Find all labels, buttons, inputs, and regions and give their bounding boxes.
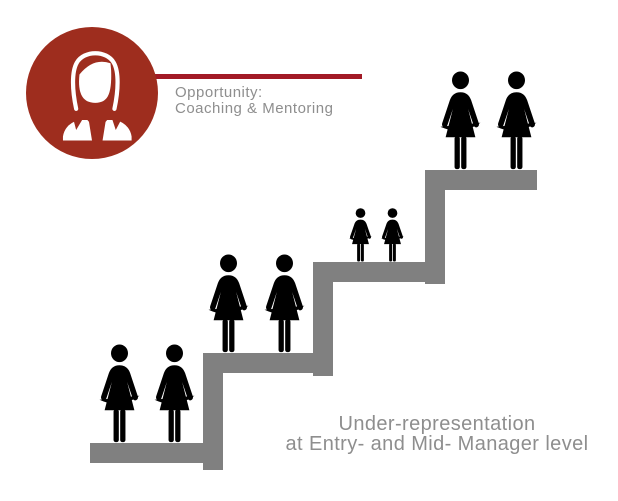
woman-figure <box>99 344 140 443</box>
woman-figure <box>264 254 305 353</box>
woman-figure <box>349 208 372 262</box>
step-3-women-pair <box>346 208 407 262</box>
stair-riser-3 <box>313 262 333 376</box>
stair-tread-4 <box>425 170 537 190</box>
woman-figure <box>208 254 249 353</box>
step-2-women-pair <box>203 254 310 353</box>
caption-line1: Under-representation <box>338 413 536 435</box>
woman-figure <box>381 208 404 262</box>
avatar-circle <box>26 27 158 159</box>
step-1-women-pair <box>94 344 200 443</box>
callout-line2: Coaching & Mentoring <box>175 100 334 117</box>
businesswoman-icon <box>62 51 132 141</box>
stair-tread-1 <box>90 443 205 463</box>
woman-figure <box>440 71 481 170</box>
stair-riser-2 <box>203 353 223 470</box>
caption: Under-representation at Entry- and Mid- … <box>257 414 617 454</box>
callout-line1: Opportunity: <box>175 84 263 101</box>
stair-tread-3 <box>313 262 427 282</box>
step-4-women-pair <box>435 71 542 170</box>
woman-figure <box>154 344 195 443</box>
stair-tread-2 <box>203 353 315 373</box>
stair-riser-4 <box>425 170 445 284</box>
accent-line <box>150 74 362 79</box>
woman-figure <box>496 71 537 170</box>
callout-text: Opportunity: Coaching & Mentoring <box>175 85 333 117</box>
caption-line2: at Entry- and Mid- Manager level <box>285 433 589 455</box>
